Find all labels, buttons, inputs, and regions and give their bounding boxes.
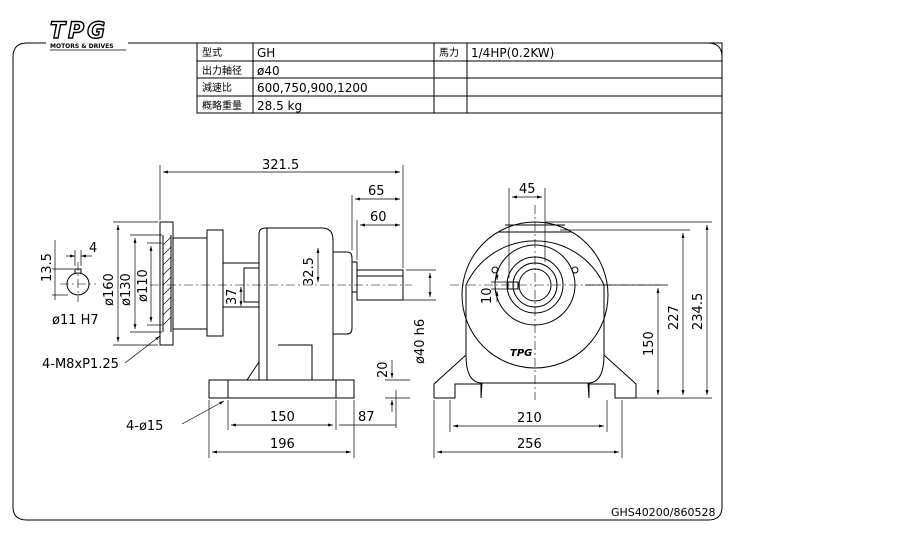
side-view: 321.5 65 60 32.5 37 ø40 h6 20 ø160 ø13: [42, 158, 436, 458]
key-detail: 13.5 4 ø11 H7: [40, 240, 99, 328]
dim-base-210: 210: [517, 411, 542, 426]
spec-label-power: 馬力: [439, 46, 459, 59]
gear-housing: [258, 227, 334, 381]
spec-value-shaft: ø40: [257, 64, 280, 78]
dim-key-45: 45: [519, 182, 536, 197]
keyway-front: [507, 281, 519, 290]
dim-base-196: 196: [270, 437, 295, 452]
front-view: TPG 45 10 150 227 234.5 210 256: [433, 182, 712, 458]
base-plate: [208, 379, 355, 399]
screw-2: [571, 266, 579, 274]
spec-value-ratio: 600,750,900,1200: [257, 81, 368, 95]
front-badge: TPG: [510, 348, 532, 359]
spec-value-weight: 28.5 kg: [257, 99, 302, 113]
dim-flange-110: ø110: [136, 269, 151, 302]
spec-value-model: GH: [257, 46, 275, 60]
dim-flange-160: ø160: [102, 273, 117, 306]
dim-13-5: 13.5: [40, 253, 55, 282]
right-foot: [603, 354, 637, 398]
dim-height-234-5: 234.5: [691, 293, 706, 330]
spec-value-power: 1/4HP(0.2KW): [471, 46, 554, 60]
note-bolt-holes: 4-ø15: [126, 419, 163, 434]
dim-height-150: 150: [642, 331, 657, 356]
spec-label-model: 型式: [202, 46, 222, 59]
spec-label-shaft: 出力軸径: [202, 64, 242, 77]
output-cover: [333, 251, 353, 335]
dim-base-87: 87: [358, 410, 375, 425]
spec-label-ratio: 減速比: [202, 81, 232, 94]
dim-shaft-65: 65: [368, 184, 385, 199]
brand-logo: TPG MOTORS & DRIVES: [49, 18, 126, 51]
spec-label-weight: 概略重量: [202, 99, 242, 112]
logo-tagline: MOTORS & DRIVES: [50, 43, 114, 50]
dim-4: 4: [89, 241, 97, 256]
flange-hatch: [162, 236, 172, 326]
dim-offset-37: 37: [225, 288, 240, 305]
adapter-housing: [172, 237, 208, 330]
adapter-flange: [206, 229, 224, 337]
dim-flange-130: ø130: [119, 273, 134, 306]
dim-total-length: 321.5: [262, 158, 299, 173]
drawing-border: [12, 42, 723, 521]
drawing-number: GHS40200/860528: [611, 506, 715, 519]
dim-shaft-diameter: ø40 h6: [413, 319, 428, 364]
dim-key-10: 10: [480, 287, 495, 304]
logo-text: TPG: [50, 19, 108, 44]
dim-base-150: 150: [270, 410, 295, 425]
note-tap-holes: 4-M8xP1.25: [42, 357, 119, 372]
dim-center-32-5: 32.5: [302, 257, 317, 286]
dim-shaft-60: 60: [370, 210, 387, 225]
dim-height-227: 227: [667, 305, 682, 330]
dim-base-height-20: 20: [376, 361, 391, 378]
screw-1: [491, 266, 499, 274]
foot-web: [278, 344, 313, 380]
left-foot: [433, 354, 467, 398]
dim-base-256: 256: [517, 437, 542, 452]
bore-tolerance: ø11 H7: [52, 313, 99, 328]
spec-table: 型式 GH 出力軸径 ø40 減速比 600,750,900,1200 概略重量…: [196, 42, 723, 114]
